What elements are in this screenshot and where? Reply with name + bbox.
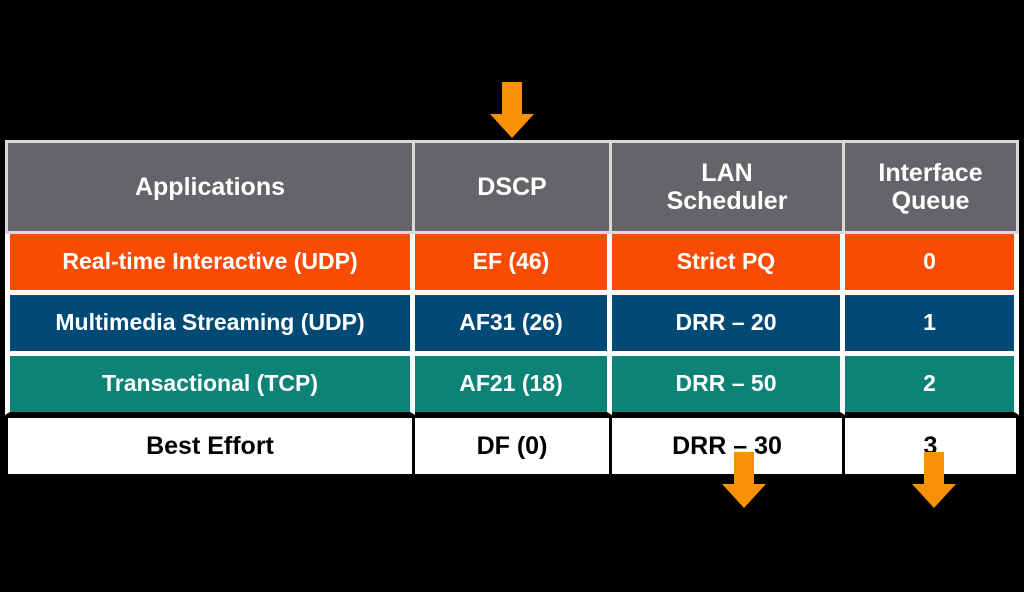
header-line-2: Queue	[891, 187, 970, 215]
arrow-head	[912, 484, 956, 508]
table-row: Multimedia Streaming (UDP) AF31 (26) DRR…	[5, 295, 1019, 356]
cell-lan-scheduler: DRR – 30	[612, 415, 845, 477]
qos-mapping-table: Applications DSCP LAN Scheduler Interfac…	[5, 140, 1019, 477]
cell-interface-queue: 2	[845, 356, 1019, 415]
header-line-2: Scheduler	[666, 187, 788, 215]
cell-dscp: AF31 (26)	[415, 295, 612, 356]
cell-applications: Best Effort	[5, 415, 415, 477]
down-arrow-icon-interface-queue	[912, 452, 956, 508]
cell-lan-scheduler: DRR – 50	[612, 356, 845, 415]
cell-lan-scheduler: Strict PQ	[612, 234, 845, 295]
cell-dscp: EF (46)	[415, 234, 612, 295]
arrow-head	[490, 114, 534, 138]
header-line-1: Interface	[878, 159, 983, 187]
cell-dscp: DF (0)	[415, 415, 612, 477]
arrow-shaft	[734, 452, 754, 486]
cell-lan-scheduler: DRR – 20	[612, 295, 845, 356]
table-row: Best Effort DF (0) DRR – 30 3	[5, 415, 1019, 477]
cell-interface-queue: 1	[845, 295, 1019, 356]
column-header-interface-queue: Interface Queue	[845, 140, 1019, 234]
table-row: Transactional (TCP) AF21 (18) DRR – 50 2	[5, 356, 1019, 415]
down-arrow-icon-dscp	[490, 82, 534, 138]
cell-dscp: AF21 (18)	[415, 356, 612, 415]
table-row: Real-time Interactive (UDP) EF (46) Stri…	[5, 234, 1019, 295]
arrow-head	[722, 484, 766, 508]
down-arrow-icon-lan-scheduler	[722, 452, 766, 508]
cell-interface-queue: 0	[845, 234, 1019, 295]
header-line-1: Applications	[134, 173, 285, 201]
column-header-lan-scheduler: LAN Scheduler	[612, 140, 845, 234]
arrow-shaft	[924, 452, 944, 486]
header-line-1: LAN	[701, 159, 753, 187]
cell-applications: Real-time Interactive (UDP)	[5, 234, 415, 295]
header-line-1: DSCP	[477, 173, 547, 201]
arrow-shaft	[502, 82, 522, 116]
table-header-row: Applications DSCP LAN Scheduler Interfac…	[5, 140, 1019, 234]
column-header-dscp: DSCP	[415, 140, 612, 234]
cell-applications: Multimedia Streaming (UDP)	[5, 295, 415, 356]
column-header-applications: Applications	[5, 140, 415, 234]
cell-applications: Transactional (TCP)	[5, 356, 415, 415]
